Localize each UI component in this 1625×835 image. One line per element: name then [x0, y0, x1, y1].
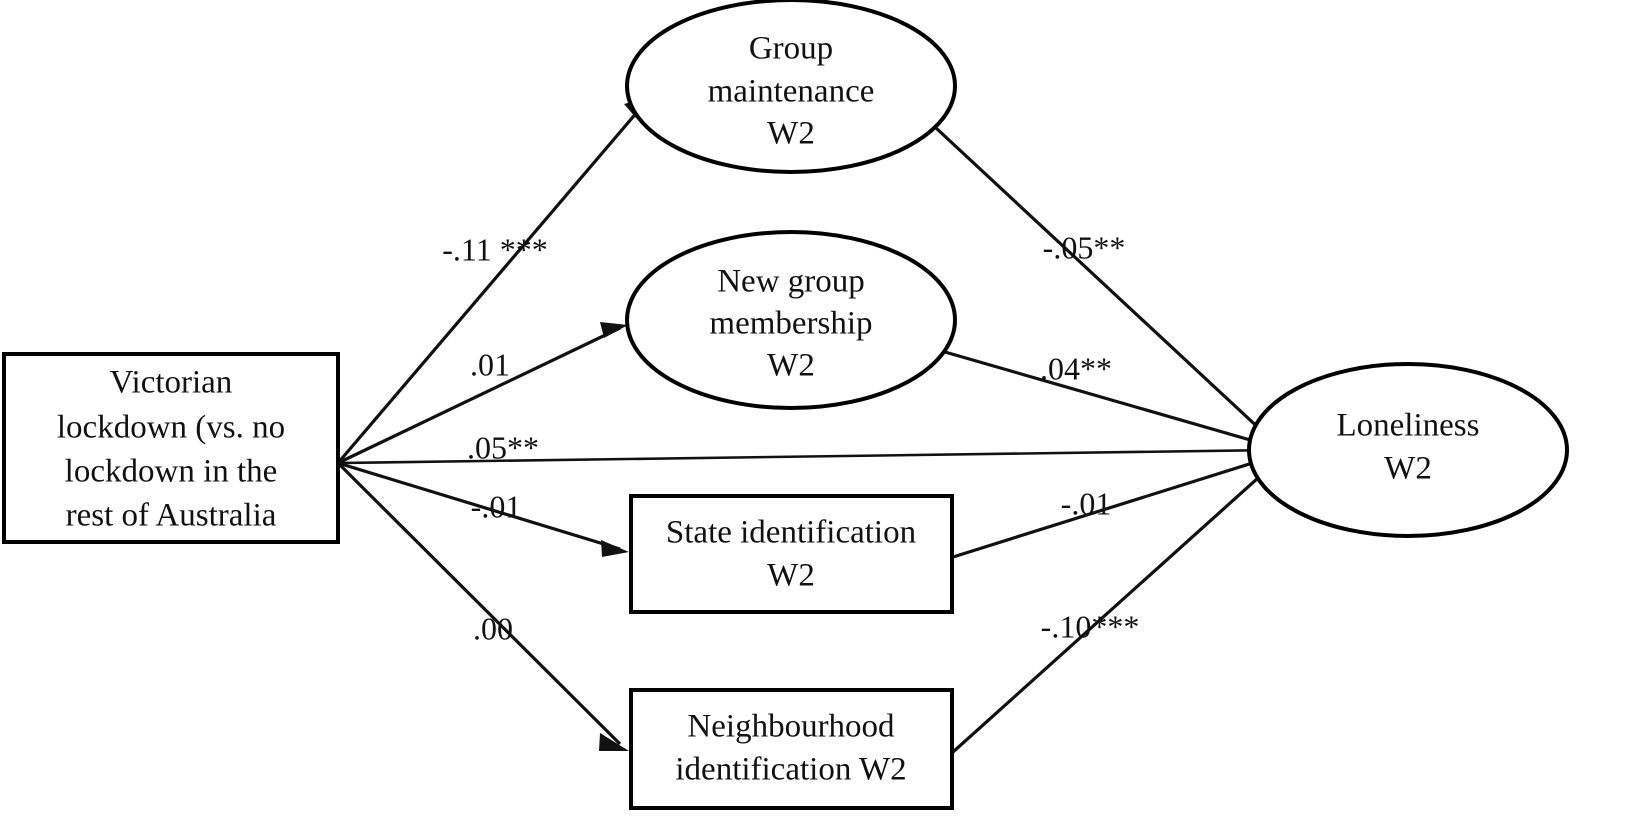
edge-labels-a-paths: -.11 *** .01 -.01 .00	[442, 231, 547, 646]
node-new-group-membership-w2-line-3: W2	[767, 348, 815, 384]
edge-lockdown-to-neighbourhood-identification	[336, 461, 622, 746]
edge-direct-path	[337, 448, 1279, 465]
node-victorian-lockdown-line-2: lockdown (vs. no	[57, 410, 285, 446]
node-group-maintenance-w2-line-3: W2	[767, 116, 815, 152]
node-new-group-membership-w2-line-1: New group	[717, 264, 865, 300]
node-group-maintenance-w2-line-1: Group	[749, 31, 833, 67]
node-state-identification-w2-line-1: State identification	[666, 515, 916, 551]
node-group-maintenance-w2-shape	[625, 0, 957, 174]
node-state-identification-w2-line-2: W2	[767, 558, 815, 594]
edge-lockdown-to-group-maintenance	[336, 102, 646, 465]
edge-label-lockdown-to-loneliness-direct: .05**	[467, 429, 539, 465]
node-neighbourhood-identification-w2-line-1: Neighbourhood	[687, 709, 895, 745]
arrowhead-new-group-membership	[600, 322, 628, 338]
node-neighbourhood-identification-w2-shape	[629, 688, 954, 810]
node-new-group-membership-w2: New group membership W2	[625, 230, 957, 410]
edge-group-b-paths	[934, 126, 1292, 754]
node-group-maintenance-w2-line-2: maintenance	[708, 74, 875, 110]
node-neighbourhood-identification-w2: Neighbourhood identification W2	[629, 688, 954, 810]
edge-group-a-paths	[336, 97, 650, 751]
edge-lockdown-to-state-identification	[337, 461, 621, 551]
edge-label-new-group-membership-to-loneliness: .04**	[1040, 350, 1112, 386]
edge-label-lockdown-to-group-maintenance: -.11 ***	[442, 231, 547, 267]
node-group-maintenance-w2: Group maintenance W2	[625, 0, 957, 174]
arrowhead-state-identification	[601, 540, 629, 557]
edge-label-lockdown-to-state-identification: -.01	[471, 488, 522, 524]
edge-label-lockdown-to-new-group-membership: .01	[470, 346, 510, 382]
edge-label-neighbourhood-identification-to-loneliness: -.10***	[1041, 608, 1140, 644]
node-new-group-membership-w2-line-2: membership	[709, 306, 872, 342]
node-state-identification-w2: State identification W2	[629, 494, 954, 614]
edge-label-group-maintenance-to-loneliness: -.05**	[1043, 229, 1126, 265]
node-state-identification-w2-shape	[629, 494, 954, 614]
node-victorian-lockdown-line-4: rest of Australia	[66, 498, 277, 534]
edge-label-direct-path: .05**	[467, 429, 539, 465]
node-loneliness-w2: Loneliness W2	[1247, 362, 1569, 538]
edge-state-identification-to-loneliness	[952, 453, 1279, 559]
node-loneliness-w2-line-1: Loneliness	[1337, 408, 1480, 444]
edge-label-lockdown-to-neighbourhood-identification: .00	[473, 610, 513, 646]
node-neighbourhood-identification-w2-line-2: identification W2	[675, 752, 906, 788]
edge-label-state-identification-to-loneliness: -.01	[1061, 485, 1112, 521]
node-new-group-membership-w2-shape	[625, 230, 957, 410]
node-victorian-lockdown-line-3: lockdown in the	[65, 454, 278, 490]
edge-group-maintenance-to-loneliness	[934, 126, 1280, 448]
node-loneliness-w2-line-2: W2	[1384, 451, 1432, 487]
node-victorian-lockdown-shape	[2, 352, 340, 544]
arrowhead-neighbourhood-identification	[599, 733, 629, 751]
edge-lockdown-to-loneliness-direct	[337, 448, 1279, 465]
node-victorian-lockdown-line-1: Victorian	[110, 365, 233, 401]
node-victorian-lockdown: Victorian lockdown (vs. no lockdown in t…	[2, 352, 340, 544]
edge-new-group-membership-to-loneliness	[937, 348, 1279, 450]
edge-neighbourhood-identification-to-loneliness	[951, 458, 1280, 754]
edge-lockdown-to-new-group-membership	[337, 326, 621, 465]
edge-labels-b-paths: -.05** .04** -.01 -.10***	[1040, 229, 1139, 644]
node-loneliness-w2-shape	[1247, 362, 1569, 538]
